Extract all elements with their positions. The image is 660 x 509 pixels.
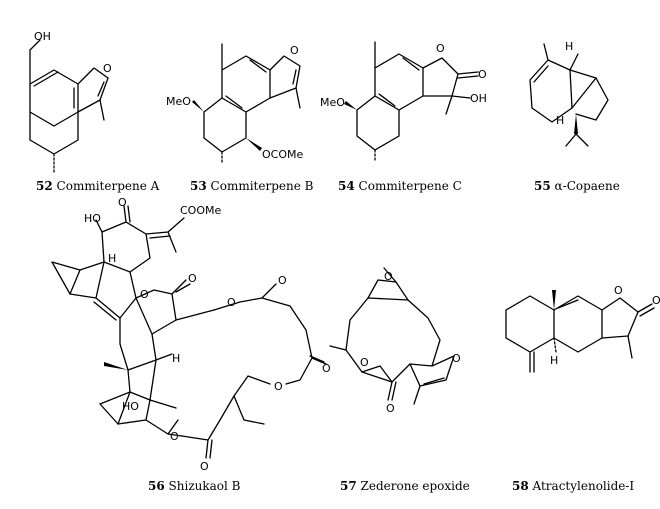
hydrogen-label: H xyxy=(172,352,180,365)
structure-58: O O H xyxy=(505,284,660,373)
carbonyl-oxygen-label: O xyxy=(652,294,660,307)
caption-55: 55 α-Copaene xyxy=(534,179,620,193)
structure-54: MeO O O OH xyxy=(320,41,487,163)
lactone-oxygen-label: O xyxy=(140,288,149,301)
caption-54: 54 Commiterpene C xyxy=(338,179,462,193)
furan-oxygen-label: O xyxy=(103,62,112,75)
hydroxyl-label: HO xyxy=(84,212,101,225)
structure-56: HO O COOMe H O O H HO O O O O O O xyxy=(51,196,331,473)
methoxy-label: MeO xyxy=(166,95,191,108)
hydrogen-label: H xyxy=(556,114,564,127)
ketone-oxygen-label: O xyxy=(386,402,395,415)
caption-53: 53 Commiterpene B xyxy=(190,179,314,193)
ester-oxygen-label: O xyxy=(170,430,179,443)
furan-oxygen-label: O xyxy=(452,352,461,365)
ester-label: COOMe xyxy=(180,204,221,217)
hydrogen-label: H xyxy=(550,354,558,367)
caption-52: 52 Commiterpene A xyxy=(36,179,160,193)
carbonyl-oxygen-label: O xyxy=(322,362,331,375)
caption-56: 56 Shizukaol B xyxy=(148,479,241,493)
acetoxy-label: OCOMe xyxy=(262,148,303,161)
hydroxyl-label: HO xyxy=(122,400,139,413)
carbonyl-oxygen-label: O xyxy=(278,274,287,287)
furan-oxygen-label: O xyxy=(290,44,299,57)
hydrogen-label: H xyxy=(565,40,573,53)
structure-55: H H xyxy=(529,40,609,147)
lactone-oxygen-label: O xyxy=(436,42,445,55)
ester-oxygen-label: O xyxy=(274,380,283,393)
hydrogen-label: H xyxy=(108,252,116,265)
hydroxyl-label: OH xyxy=(34,30,51,43)
epoxide-oxygen-label: O xyxy=(360,356,369,369)
structure-57: O O O O xyxy=(329,267,461,415)
epoxide-oxygen-label: O xyxy=(384,270,393,283)
caption-57: 57 Zederone epoxide xyxy=(340,479,470,493)
lactone-oxygen-label: O xyxy=(614,284,623,297)
ketone-oxygen-label: O xyxy=(118,196,127,209)
ester-oxygen-label: O xyxy=(227,296,236,309)
caption-58: 58 Atractylenolide-I xyxy=(512,479,634,493)
carbonyl-oxygen-label: O xyxy=(200,460,209,473)
carbonyl-oxygen-label: O xyxy=(478,68,487,81)
methoxy-label: MeO xyxy=(320,96,345,109)
structure-52: OH O xyxy=(29,30,112,173)
hydroxyl-label: OH xyxy=(470,92,487,105)
structure-53: MeO O OCOMe xyxy=(166,43,303,165)
carbonyl-oxygen-label: O xyxy=(188,272,197,285)
